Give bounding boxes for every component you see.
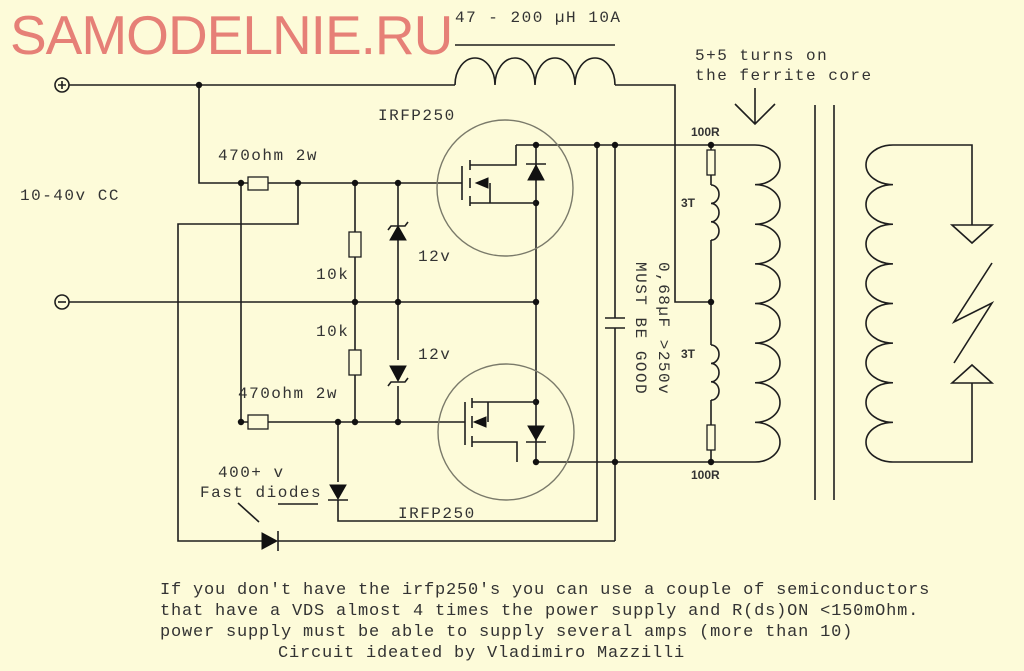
resistor-470-top	[247, 176, 269, 191]
spark-arc-icon	[951, 262, 995, 364]
resistor-470-top-label: 470ohm 2w	[218, 147, 318, 165]
inductor-label: 47 - 200 µH 10A	[455, 9, 622, 27]
capacitor	[605, 317, 625, 329]
fast-diodes-pointer	[237, 502, 260, 523]
plus-terminal	[54, 77, 70, 93]
junction-dot	[334, 418, 342, 426]
junction-dot	[394, 298, 402, 306]
junction-dot	[593, 141, 601, 149]
junction-dot	[707, 458, 715, 466]
junction-dot	[532, 458, 540, 466]
zener-bottom-label: 12v	[418, 346, 451, 364]
resistor-470-bottom	[247, 414, 269, 430]
zener-top-label: 12v	[418, 248, 451, 266]
turns-label-1: 5+5 turns on	[695, 47, 828, 65]
resistor-100r-top-label: 100R	[691, 125, 720, 139]
mosfet-top	[436, 119, 574, 257]
junction-dot	[237, 179, 245, 187]
fast-diodes-label: Fast diodes	[200, 484, 322, 502]
wires	[69, 44, 755, 542]
resistor-10k-bottom-label: 10k	[316, 323, 349, 341]
secondary-winding	[865, 144, 894, 463]
junction-dot	[611, 141, 619, 149]
minus-terminal	[54, 294, 70, 310]
mosfet-bottom-label: IRFP250	[398, 505, 476, 523]
junction-dot	[351, 298, 359, 306]
resistor-10k-top	[348, 231, 362, 258]
note-line-3: power supply must be able to supply seve…	[160, 623, 853, 642]
coil-3t-top	[710, 184, 720, 241]
capacitor-warning-label: MUST BE GOOD	[631, 262, 649, 395]
note-line-2: that have a VDS almost 4 times the power…	[160, 602, 919, 621]
secondary-wires	[893, 144, 973, 463]
fast-diode-2	[261, 531, 279, 551]
junction-dot	[351, 418, 359, 426]
credit-line: Circuit ideated by Vladimiro Mazzilli	[278, 644, 685, 663]
primary-winding	[754, 144, 781, 463]
fast-diode-1	[328, 484, 348, 501]
junction-dot	[394, 418, 402, 426]
spark-gap-top-electrode	[949, 224, 995, 245]
watermark: SAMODELNIE.RU	[10, 4, 453, 66]
junction-dot	[294, 179, 302, 187]
coil-3t-bottom-label: 3T	[681, 347, 696, 361]
junction-dot	[351, 179, 359, 187]
resistor-100r-bottom	[706, 424, 716, 451]
resistor-10k-bottom	[348, 349, 362, 376]
zener-bottom	[387, 365, 409, 387]
resistor-470-bottom-label: 470ohm 2w	[238, 385, 338, 403]
diodes-voltage-label: 400+ v	[218, 464, 285, 482]
junctions	[195, 81, 715, 466]
resistor-10k-top-label: 10k	[316, 266, 349, 284]
spark-gap-bottom-electrode	[949, 363, 995, 384]
supply-voltage-label: 10-40v CC	[20, 187, 120, 205]
resistor-100r-bottom-label: 100R	[691, 468, 720, 482]
junction-dot	[195, 81, 203, 89]
ferrite-core	[814, 105, 835, 500]
ferrite-arrow-icon	[734, 88, 776, 126]
junction-dot	[237, 418, 245, 426]
main-inductor	[454, 57, 616, 86]
coil-3t-top-label: 3T	[681, 196, 696, 210]
coil-3t-bottom	[710, 344, 720, 401]
junction-dot	[532, 298, 540, 306]
junction-dot	[532, 141, 540, 149]
resistor-100r-top	[706, 149, 716, 176]
junction-dot	[707, 298, 715, 306]
mosfet-top-label: IRFP250	[378, 107, 456, 125]
junction-dot	[394, 179, 402, 187]
turns-label-2: the ferrite core	[695, 67, 873, 85]
junction-dot	[707, 141, 715, 149]
junction-dot	[611, 458, 619, 466]
zener-top	[387, 221, 409, 241]
note-line-1: If you don't have the irfp250's you can …	[160, 581, 930, 600]
capacitor-value-label: 0,68µF >250v	[654, 262, 672, 395]
mosfet-bottom	[437, 363, 575, 501]
